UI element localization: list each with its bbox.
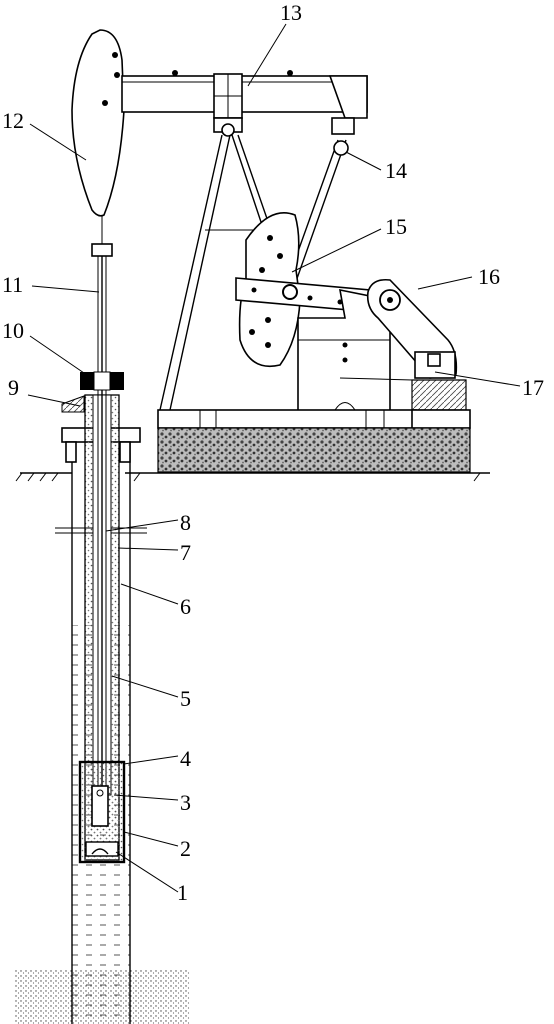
label-9: 9 [8,375,19,400]
label-3: 3 [180,790,191,815]
walking-beam [121,70,368,119]
label-6: 6 [180,594,191,619]
label-5: 5 [180,686,191,711]
ground-line [15,472,490,482]
label-13: 13 [280,0,302,25]
label-11: 11 [2,272,23,297]
leader-lines [27,23,521,893]
base-skid [157,409,471,429]
label-14: 14 [385,158,407,183]
label-4: 4 [180,746,191,771]
label-1: 1 [177,880,188,905]
label-8: 8 [180,510,191,535]
pump-barrel [78,760,126,864]
label-16: 16 [478,264,500,289]
label-12: 12 [2,108,24,133]
polished-rod-clamp [91,243,113,257]
foundation [157,427,471,473]
crank-counterweight [235,211,373,367]
label-17: 17 [522,375,544,400]
horsehead [71,29,125,217]
wellhead [61,371,124,413]
label-7: 7 [180,540,191,565]
part-labels: 1 2 3 4 5 6 7 8 9 10 11 12 13 14 15 16 1… [2,0,544,905]
label-10: 10 [2,318,24,343]
label-2: 2 [180,836,191,861]
label-15: 15 [385,214,407,239]
saddle-bearing [213,117,243,137]
